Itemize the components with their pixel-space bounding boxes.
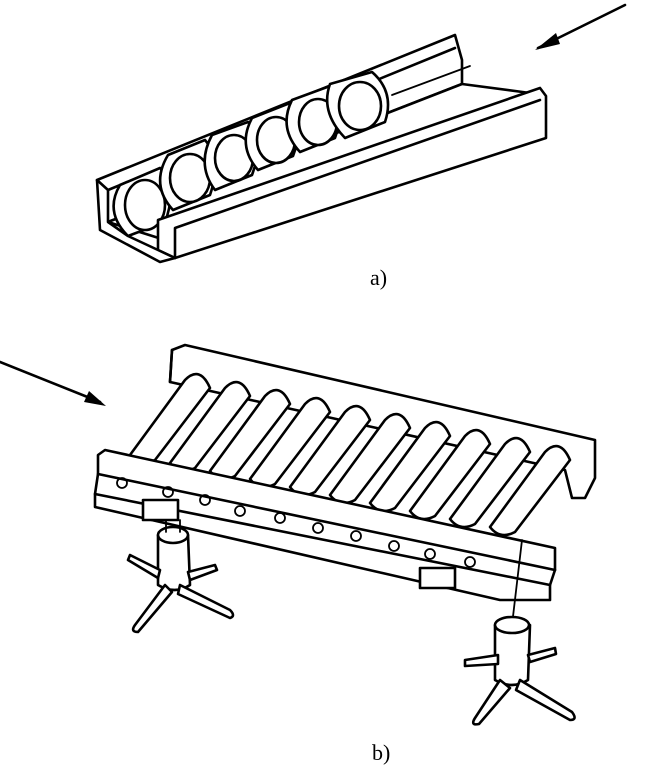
chute-end-lip	[95, 178, 177, 264]
rack-rail-holes	[116, 477, 476, 568]
right-stand	[463, 539, 576, 726]
roller-chute-drawing	[95, 3, 627, 264]
roller-1-end	[123, 178, 167, 232]
arrow-b-shaft	[0, 360, 102, 404]
rack-roller-10	[488, 444, 572, 537]
chute-front-wall-edge	[173, 98, 542, 260]
rack-clamp-right	[418, 566, 457, 590]
rack-front-rail-top	[96, 448, 557, 572]
rack-roller-9	[448, 436, 532, 529]
right-stand-post	[511, 539, 523, 626]
left-stand	[126, 519, 235, 634]
chute-floor-edge	[391, 65, 471, 96]
rack-clamp-left	[141, 498, 180, 522]
panel-a-caption: a)	[370, 265, 388, 290]
roller-6-end	[337, 80, 383, 132]
arrow-b-head	[84, 391, 106, 406]
chute-rollers	[112, 65, 471, 238]
rack-roller-8	[408, 428, 492, 521]
rack-front-rail-web	[93, 472, 557, 587]
roller-rack-drawing	[0, 343, 597, 726]
panel-b-caption: b)	[372, 740, 391, 765]
arrow-a-head	[535, 33, 560, 50]
rack-back-beam-edge	[168, 348, 174, 384]
